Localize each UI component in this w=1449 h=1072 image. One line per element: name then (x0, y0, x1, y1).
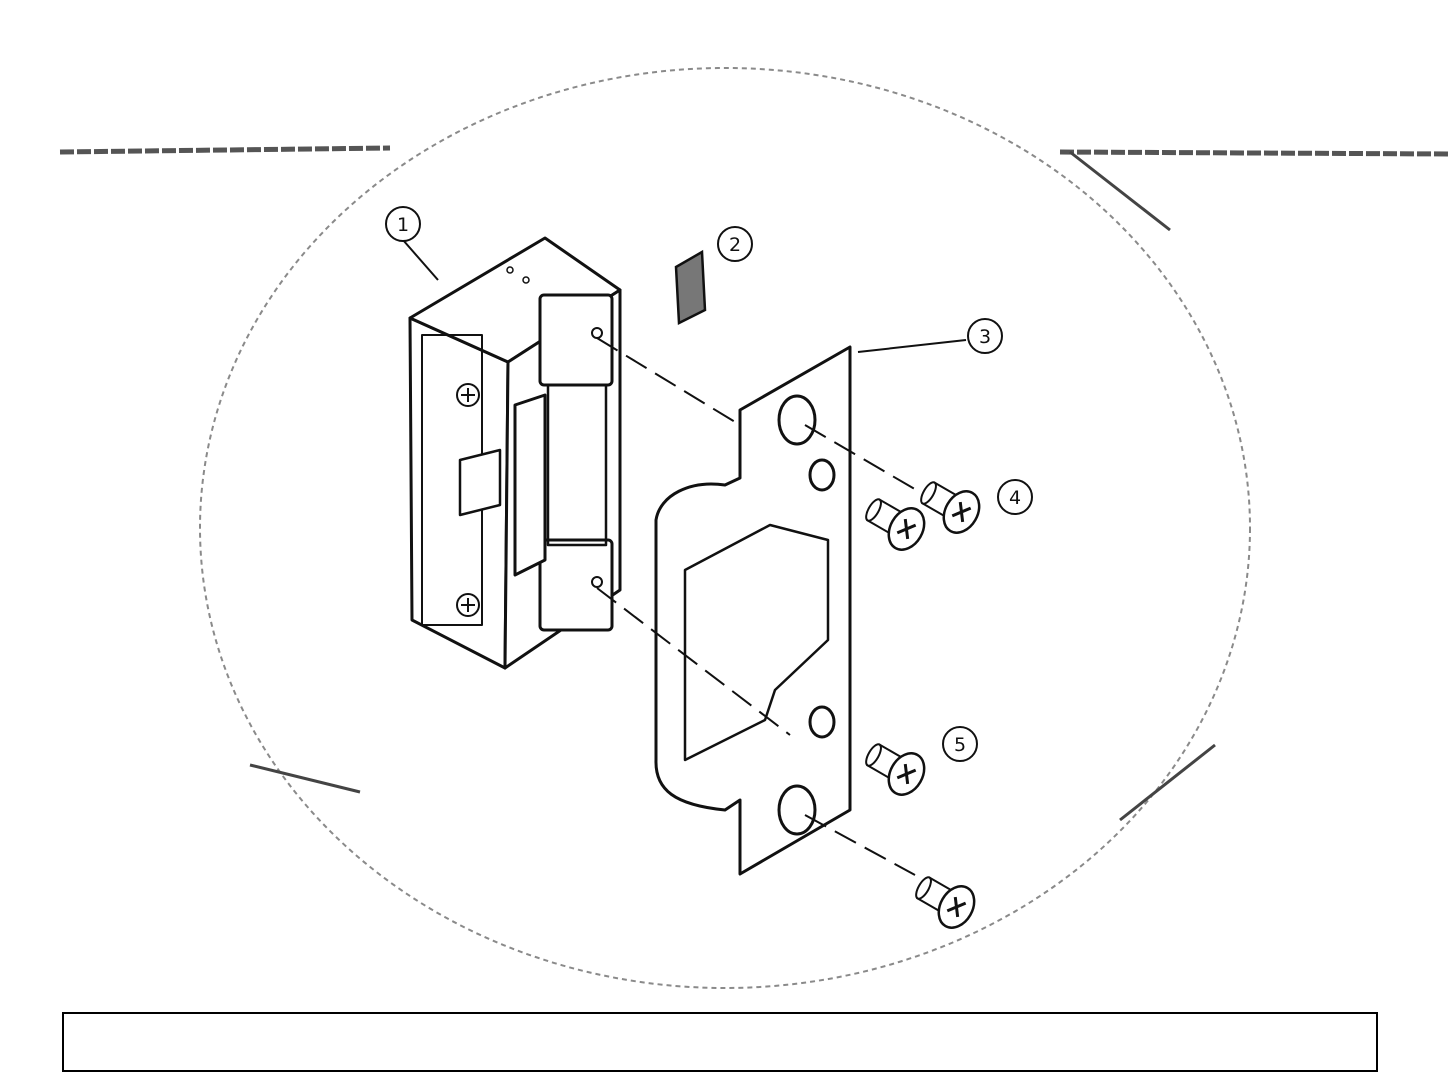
callout-4: 4 (997, 479, 1033, 515)
leader-lines (402, 239, 967, 353)
lower-screws (856, 731, 983, 936)
shim-plate (674, 249, 707, 325)
caption-box (62, 1012, 1378, 1072)
callout-4-label: 4 (1009, 487, 1021, 509)
alignment-lines (596, 337, 931, 876)
callout-2: 2 (717, 226, 753, 262)
faceplate (654, 345, 852, 876)
callout-3-label: 3 (979, 326, 991, 348)
callout-2-label: 2 (729, 234, 741, 256)
strike-body (408, 236, 622, 670)
upper-screws (856, 469, 988, 558)
callout-3: 3 (967, 318, 1003, 354)
callout-5: 5 (942, 726, 978, 762)
callout-5-label: 5 (954, 734, 966, 756)
callout-1: 1 (385, 206, 421, 242)
callout-1-label: 1 (397, 214, 409, 236)
background-circle (59, 67, 1449, 989)
